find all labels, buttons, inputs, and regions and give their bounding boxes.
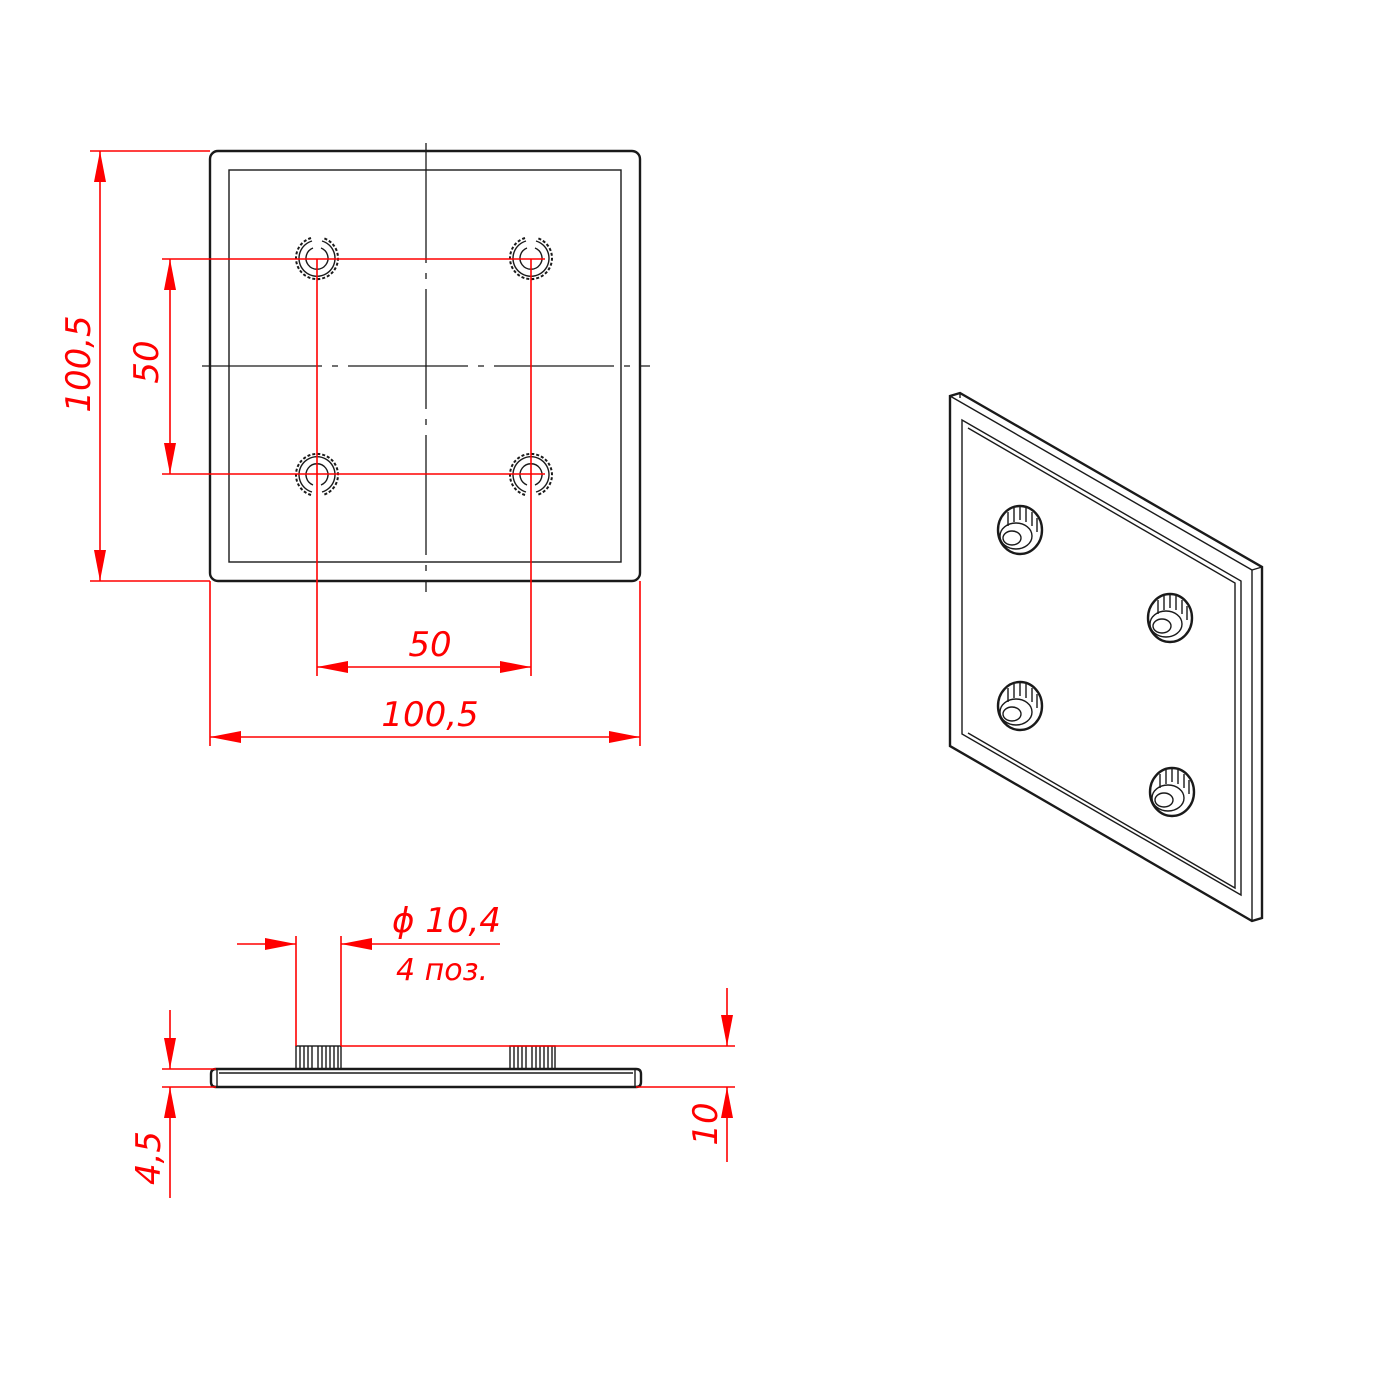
- dim-hole-spacing-vertical: 50: [127, 259, 176, 474]
- dim-hole-spacing-horizontal-text: 50: [408, 625, 451, 665]
- iso-bushing-1: [996, 504, 1044, 556]
- dim-plate-height: 100,5: [59, 150, 210, 582]
- dim-total-height: 10: [341, 988, 735, 1162]
- iso-bushing-3: [996, 680, 1044, 732]
- dim-plate-thickness-text: 4,5: [129, 1131, 169, 1185]
- side-view: ϕ 10,4 4 поз. 10 4,5: [129, 901, 735, 1198]
- dim-diameter-text: ϕ 10,4: [392, 901, 501, 941]
- iso-plate-inner: [961, 418, 1242, 897]
- side-bushing-right: [509, 1045, 556, 1070]
- front-view: 100,5 50 50 100,5: [59, 143, 650, 746]
- iso-bushing-4: [1148, 766, 1196, 818]
- dim-hole-spacing-vertical-text: 50: [127, 340, 167, 383]
- iso-plate-outer: [948, 391, 1264, 923]
- dim-plate-height-text: 100,5: [59, 315, 99, 412]
- dim-quantity-text: 4 поз.: [396, 953, 488, 988]
- iso-bushing-2: [1146, 592, 1194, 644]
- side-bushing-left: [295, 1045, 342, 1070]
- dim-plate-width: 100,5: [209, 581, 641, 746]
- dim-plate-width-text: 100,5: [381, 695, 478, 735]
- dim-total-height-text: 10: [686, 1102, 726, 1145]
- isometric-view: [948, 391, 1264, 923]
- dim-plate-thickness: 4,5: [129, 1010, 216, 1198]
- side-plate-outline: [209, 1067, 643, 1089]
- dim-hole-spacing-horizontal: 50: [317, 625, 531, 673]
- dim-diameter: ϕ 10,4 4 поз.: [237, 901, 501, 1046]
